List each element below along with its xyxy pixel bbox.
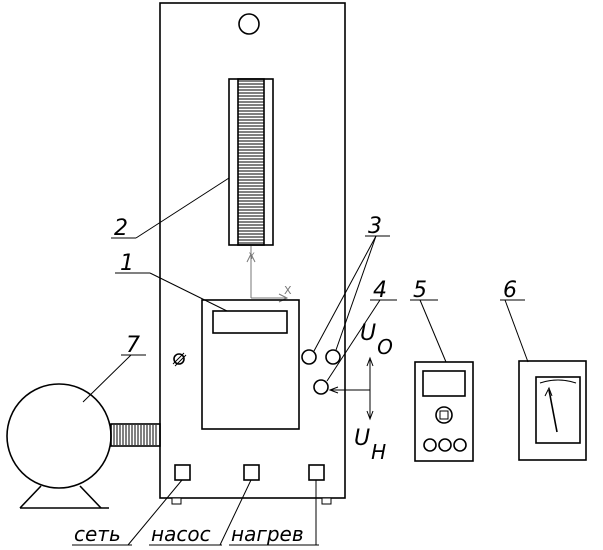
switch-mains bbox=[174, 464, 191, 481]
multimeter-jack-1 bbox=[423, 438, 437, 452]
stand-feet bbox=[171, 497, 332, 505]
multimeter-jack-2 bbox=[438, 438, 452, 452]
coordinate-axes: Y X bbox=[246, 246, 292, 303]
socket-left bbox=[301, 349, 317, 365]
top-mount-hole bbox=[238, 13, 260, 35]
x-axis-label: X bbox=[284, 284, 292, 297]
socket-right bbox=[325, 349, 341, 365]
control-unit-display bbox=[212, 310, 288, 334]
ribbed-radiator bbox=[228, 78, 274, 246]
callout-7: 7 bbox=[126, 333, 140, 358]
switch-pump bbox=[243, 464, 260, 481]
analog-meter-needle bbox=[548, 389, 558, 433]
caption-pump: насос bbox=[151, 522, 211, 546]
multimeter bbox=[414, 361, 474, 462]
caption-mains: сеть bbox=[74, 522, 121, 546]
callout-4: 4 bbox=[373, 278, 387, 303]
voltage-label-lower: UH bbox=[354, 426, 386, 464]
air-duct bbox=[110, 423, 161, 447]
voltage-switch-arrows bbox=[328, 356, 374, 421]
analog-meter-face bbox=[535, 376, 581, 444]
callout-2: 2 bbox=[114, 216, 128, 241]
control-unit bbox=[201, 299, 300, 430]
adjust-knob bbox=[172, 352, 187, 367]
voltage-label-upper: UO bbox=[360, 321, 393, 359]
motor-fan bbox=[6, 383, 112, 509]
caption-heater: нагрев bbox=[231, 522, 304, 546]
multimeter-dial bbox=[435, 406, 453, 424]
callout-6: 6 bbox=[503, 278, 517, 303]
multimeter-jack-3 bbox=[453, 438, 467, 452]
analog-meter bbox=[518, 360, 587, 461]
switch-heater bbox=[308, 464, 325, 481]
voltage-switch bbox=[313, 379, 329, 395]
callout-1: 1 bbox=[120, 251, 134, 276]
stand-panel bbox=[159, 2, 346, 499]
y-axis-label: Y bbox=[248, 252, 255, 262]
multimeter-display bbox=[422, 370, 466, 397]
callout-3: 3 bbox=[368, 214, 382, 239]
callout-5: 5 bbox=[413, 278, 427, 303]
leader-lines bbox=[72, 177, 529, 546]
